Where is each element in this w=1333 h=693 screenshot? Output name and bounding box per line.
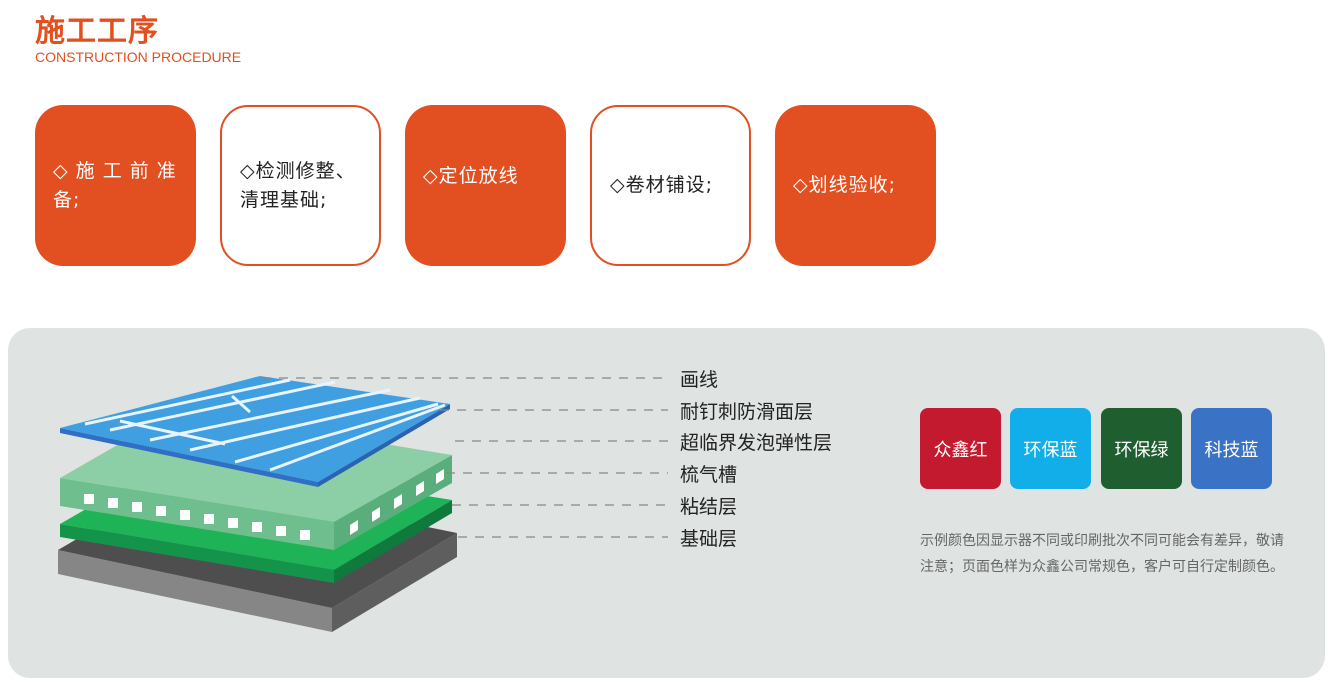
- layer-label-surface: 耐钉刺防滑面层: [680, 401, 814, 423]
- color-disclaimer-note: 示例颜色因显示器不同或印刷批次不同可能会有差异，敬请注意；页面色样为众鑫公司常规…: [920, 533, 1284, 575]
- color-swatch-tech-blue: 科技蓝: [1191, 408, 1272, 489]
- page-title: 施工工序: [35, 14, 159, 49]
- layer-label-adhesive: 粘结层: [680, 496, 738, 518]
- air-groove-marks: [84, 469, 444, 540]
- color-swatch-red: 众鑫红: [920, 408, 1001, 489]
- step-label: ◇ 施 工 前 准 备;: [53, 159, 177, 211]
- step-card-layout: ◇定位放线: [405, 105, 566, 266]
- layer-label-groove: 梳气槽: [680, 464, 738, 486]
- step-label: ◇定位放线: [423, 165, 519, 187]
- step-label: ◇卷材铺设;: [610, 174, 714, 196]
- step-label: ◇检测修整、清理基础;: [240, 159, 356, 211]
- step-card-inspect: ◇检测修整、清理基础;: [220, 105, 381, 266]
- layer-label-foam: 超临界发泡弹性层: [680, 432, 833, 454]
- step-card-prep: ◇ 施 工 前 准 备;: [35, 105, 196, 266]
- leader-lines: [262, 377, 668, 538]
- color-swatch-eco-blue: 环保蓝: [1010, 408, 1091, 489]
- step-card-laying: ◇卷材铺设;: [590, 105, 751, 266]
- surface-layer: [60, 376, 450, 487]
- court-line-marks: [84, 378, 446, 472]
- step-label: ◇划线验收;: [793, 174, 897, 196]
- step-card-acceptance: ◇划线验收;: [775, 105, 936, 266]
- color-swatch-eco-green: 环保绿: [1101, 408, 1182, 489]
- page-subtitle: CONSTRUCTION PROCEDURE: [35, 49, 242, 65]
- layer-label-base: 基础层: [680, 528, 738, 550]
- layer-label-line: 画线: [680, 369, 719, 391]
